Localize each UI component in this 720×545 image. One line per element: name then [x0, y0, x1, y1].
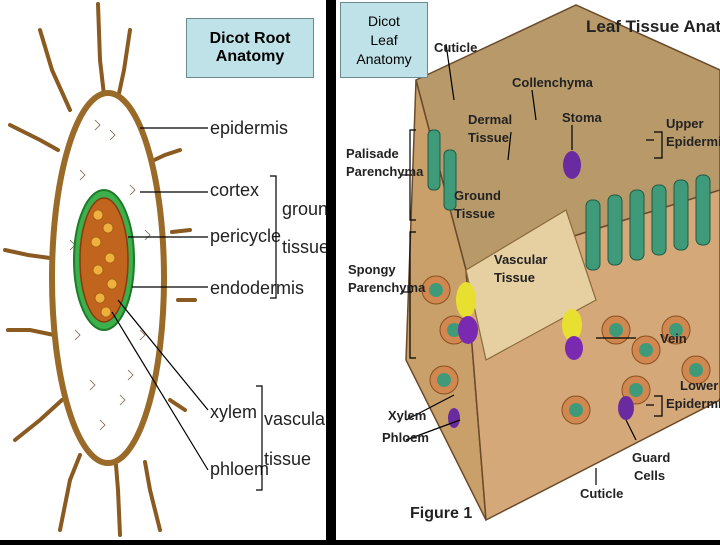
label-phloem: phloem: [210, 459, 269, 479]
vascular-cells: [90, 209, 118, 318]
root-title: Dicot Root Anatomy: [209, 30, 291, 65]
xylem-left: [456, 282, 476, 318]
label-guard: Guard: [632, 450, 670, 465]
leaf-title-line-3: Anatomy: [356, 50, 412, 67]
label-endodermis: endodermis: [210, 278, 304, 298]
label-spongy: Spongy: [348, 262, 396, 277]
leaf-panel: Leaf Tissue Anatomy Cuticle Collenchyma …: [336, 0, 720, 540]
label-tissue: tissue: [264, 449, 311, 469]
stoma: [563, 151, 581, 179]
label-dermal: Dermal: [468, 112, 512, 127]
stele: [79, 197, 129, 323]
vascular-bundle: [465, 209, 597, 361]
vascular-bracket: [256, 385, 263, 491]
phloem-right: [565, 336, 583, 360]
leaf-title-box: Dicot Leaf Anatomy: [340, 2, 428, 78]
label-cuticle-bottom: Cuticle: [580, 486, 623, 501]
label-palisade-parenchyma: Parenchyma: [346, 164, 424, 179]
label-ground: ground: [282, 199, 326, 219]
label-dermal-tissue: Tissue: [468, 130, 509, 145]
phloem-left: [458, 316, 478, 344]
palisade-cells: [427, 129, 711, 271]
label-lower: Lower: [680, 378, 718, 393]
leaf-title-line-2: Leaf: [370, 31, 398, 48]
spongy-bracket: [409, 231, 416, 359]
label-epidermis: epidermis: [210, 118, 288, 138]
root-diagram: epidermis cortex pericycle endodermis xy…: [3, 2, 338, 537]
label-xylem: Xylem: [388, 408, 426, 423]
label-guard-cells: Cells: [634, 468, 665, 483]
ground-bracket: [270, 175, 277, 299]
label-cortex: cortex: [210, 180, 259, 200]
label-pericycle: pericycle: [210, 226, 281, 246]
label-xylem: xylem: [210, 402, 257, 422]
guard-cells: [618, 396, 634, 420]
root-title-box: Dicot Root Anatomy: [186, 18, 314, 78]
root-panel: epidermis cortex pericycle endodermis xy…: [0, 0, 338, 540]
label-vascular-tissue: Tissue: [494, 270, 535, 285]
label-collenchyma: Collenchyma: [512, 75, 594, 90]
lower-epidermis-bracket: [654, 395, 663, 417]
label-vein: Vein: [660, 331, 687, 346]
label-phloem: Phloem: [382, 430, 429, 445]
label-spongy-parenchyma: Parenchyma: [348, 280, 426, 295]
figure-caption: Figure 1: [410, 505, 472, 522]
xylem-right: [562, 309, 582, 341]
cortex-cells: [69, 119, 151, 431]
upper-epidermis-bracket: [654, 131, 663, 159]
leaf-heading: Leaf Tissue Anatomy: [586, 17, 720, 36]
label-vascular: Vascular: [494, 252, 548, 267]
leaf-diagram: Leaf Tissue Anatomy Cuticle Collenchyma …: [346, 4, 720, 522]
label-tissues: tissues: [282, 237, 326, 257]
label-upper-epidermis: Epidermis: [666, 134, 720, 149]
label-cuticle-top: Cuticle: [434, 40, 477, 55]
label-stoma: Stoma: [562, 110, 603, 125]
label-ground: Ground: [454, 188, 501, 203]
leaf-leader-lines: [401, 43, 654, 485]
label-ground-tissue: Tissue: [454, 206, 495, 221]
label-vascular: vascular: [264, 409, 326, 429]
lower-guard-left: [448, 408, 460, 428]
label-lower-epidermis: Epidermis: [666, 396, 720, 411]
palisade-bracket: [409, 129, 416, 221]
spongy-chloroplasts: [429, 283, 703, 417]
label-palisade: Palisade: [346, 146, 399, 161]
root-hairs: [3, 2, 197, 537]
root-leader-lines: [111, 127, 209, 471]
label-upper: Upper: [666, 116, 704, 131]
leaf-title-line-1: Dicot: [368, 12, 400, 29]
